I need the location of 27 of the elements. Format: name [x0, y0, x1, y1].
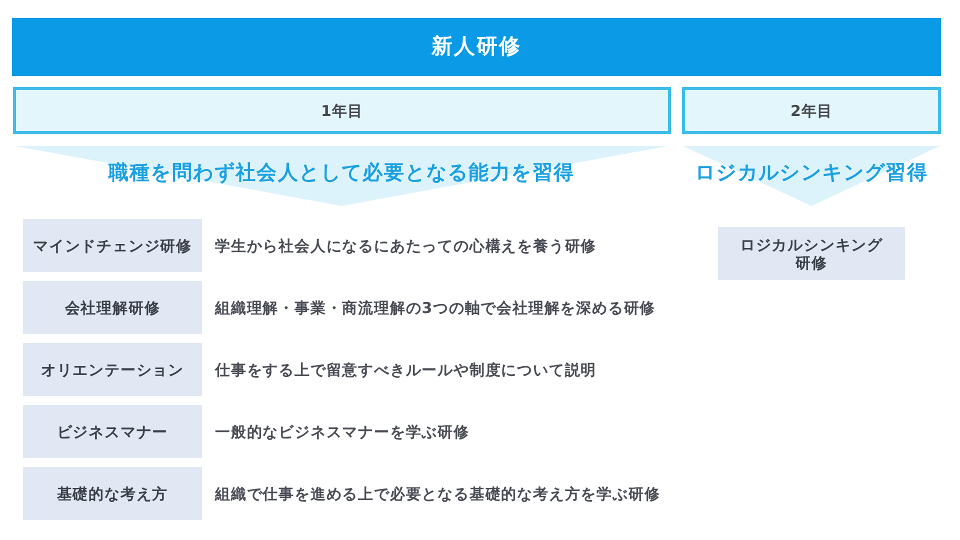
title-bar: [12, 18, 941, 76]
year-header: [682, 87, 941, 134]
course-box: [23, 281, 202, 334]
course-description: 組織で仕事を進める上で必要となる基礎的な考え方を学ぶ研修: [215, 484, 660, 504]
course-box: [718, 227, 905, 280]
year-label: 2年目: [790, 102, 832, 120]
heading-text: 新人研修: [432, 34, 522, 60]
course-description: 学生から社会人になるにあたっての心構えを養う研修: [215, 236, 597, 256]
course-box: [23, 467, 202, 520]
goal-text: 職種を問わず社会人として必要となる能力を習得: [108, 160, 575, 184]
course-description: 仕事をする上で留意すべきルールや制度について説明: [215, 360, 597, 380]
course-name: 基礎的な考え方: [56, 484, 168, 502]
chevron-banner: [15, 146, 668, 206]
course-name: マインドチェンジ研修: [33, 236, 192, 254]
goal-text: ロジカルシンキング習得: [694, 160, 928, 184]
course-name: 会社理解研修: [64, 298, 160, 316]
year-label: 1年目: [321, 102, 363, 120]
chevron-banner: [683, 146, 940, 206]
course-description: 一般的なビジネスマナーを学ぶ研修: [215, 422, 470, 442]
course-box: [23, 405, 202, 458]
course-box: [23, 219, 202, 272]
course-description: 組織理解・事業・商流理解の3つの軸で会社理解を深める研修: [215, 298, 656, 318]
course-box: [23, 343, 202, 396]
course-name: ビジネスマナー: [56, 422, 168, 440]
course-name: オリエンテーション: [40, 360, 184, 378]
course-name: ロジカルシンキング研修: [738, 236, 884, 272]
year-header: [13, 87, 671, 134]
